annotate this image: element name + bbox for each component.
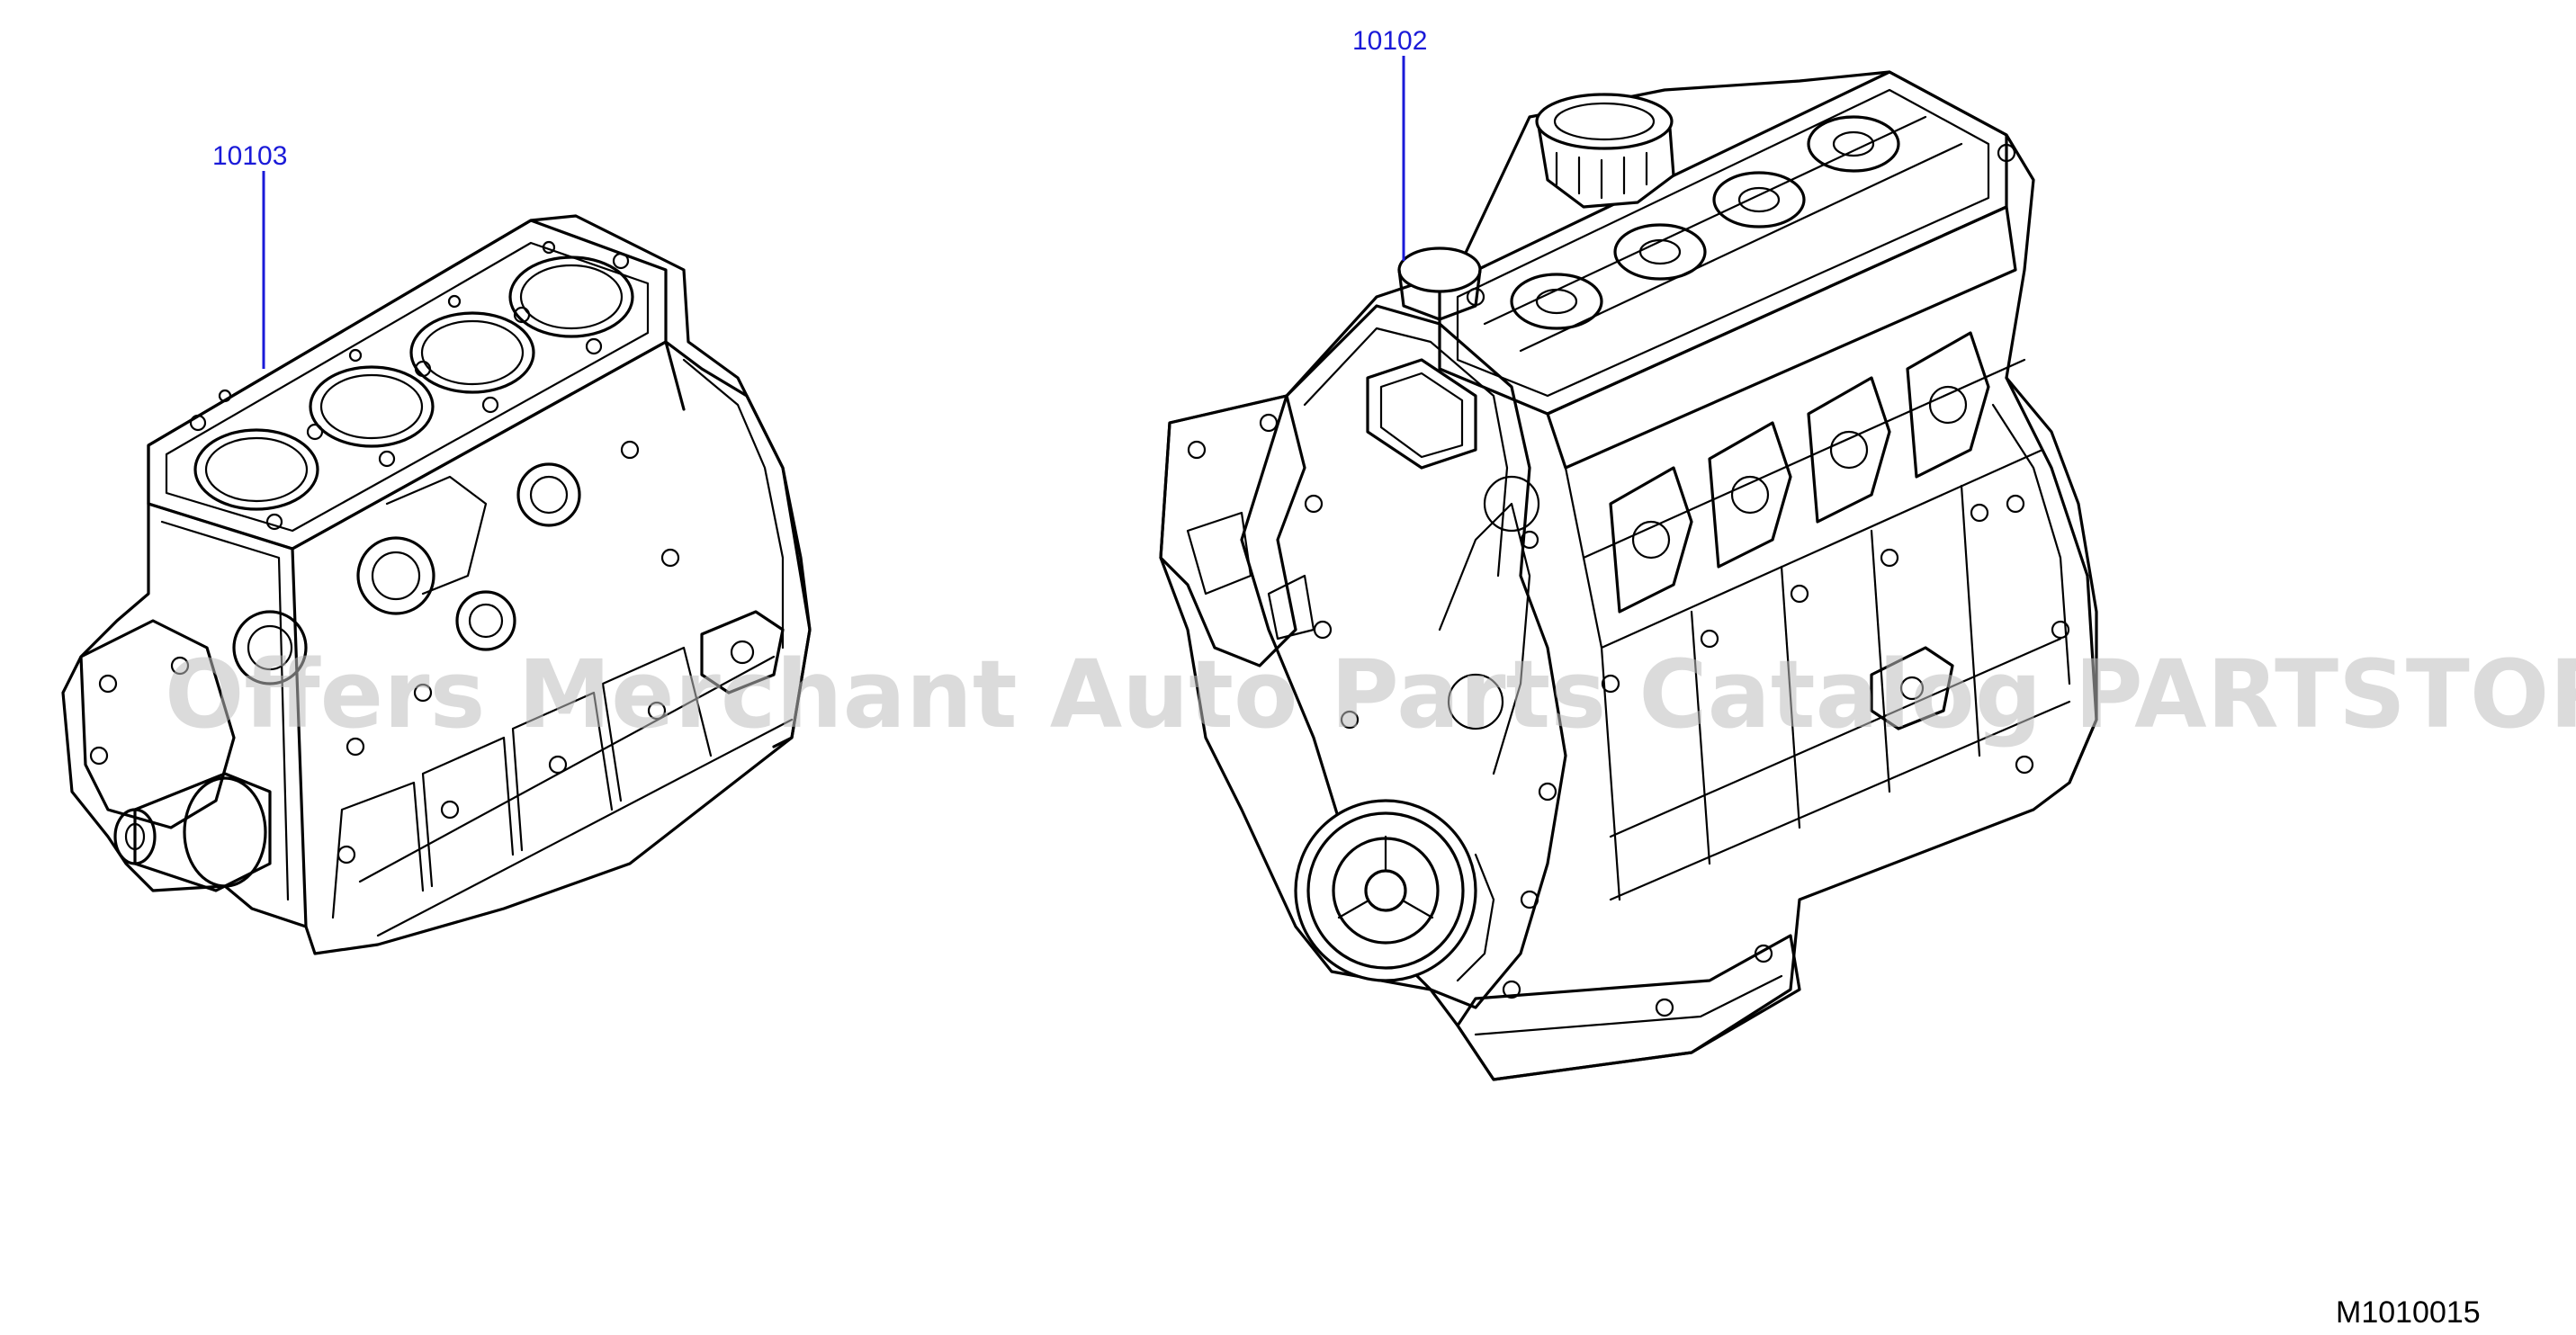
diagram-code: M1010015 — [2336, 1295, 2481, 1330]
watermark: Offers Merchant Auto Parts Catalog PARTS… — [165, 640, 2576, 749]
short-block-illustration — [61, 214, 812, 955]
callout-engine-assembly[interactable]: 10102 — [1352, 26, 1427, 56]
engine-assembly-illustration — [1159, 70, 2098, 1081]
callout-short-block[interactable]: 10103 — [212, 141, 287, 171]
